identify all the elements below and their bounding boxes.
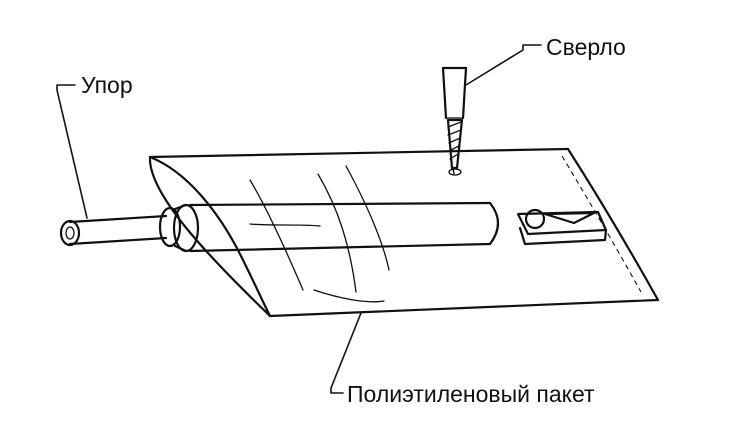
bag-label: Полиэтиленовый пакет <box>347 381 595 407</box>
drill-bit <box>441 66 468 176</box>
stop-rod <box>59 214 168 247</box>
drill-leader-line <box>465 44 542 86</box>
polyethylene-bag <box>148 147 660 318</box>
stop-leader-line <box>56 84 88 219</box>
tool-body <box>158 201 500 253</box>
stop-label: Упор <box>81 72 133 98</box>
blade-clip <box>516 208 608 246</box>
bag-leader-line <box>330 312 362 394</box>
drill-label: Сверло <box>546 34 626 60</box>
